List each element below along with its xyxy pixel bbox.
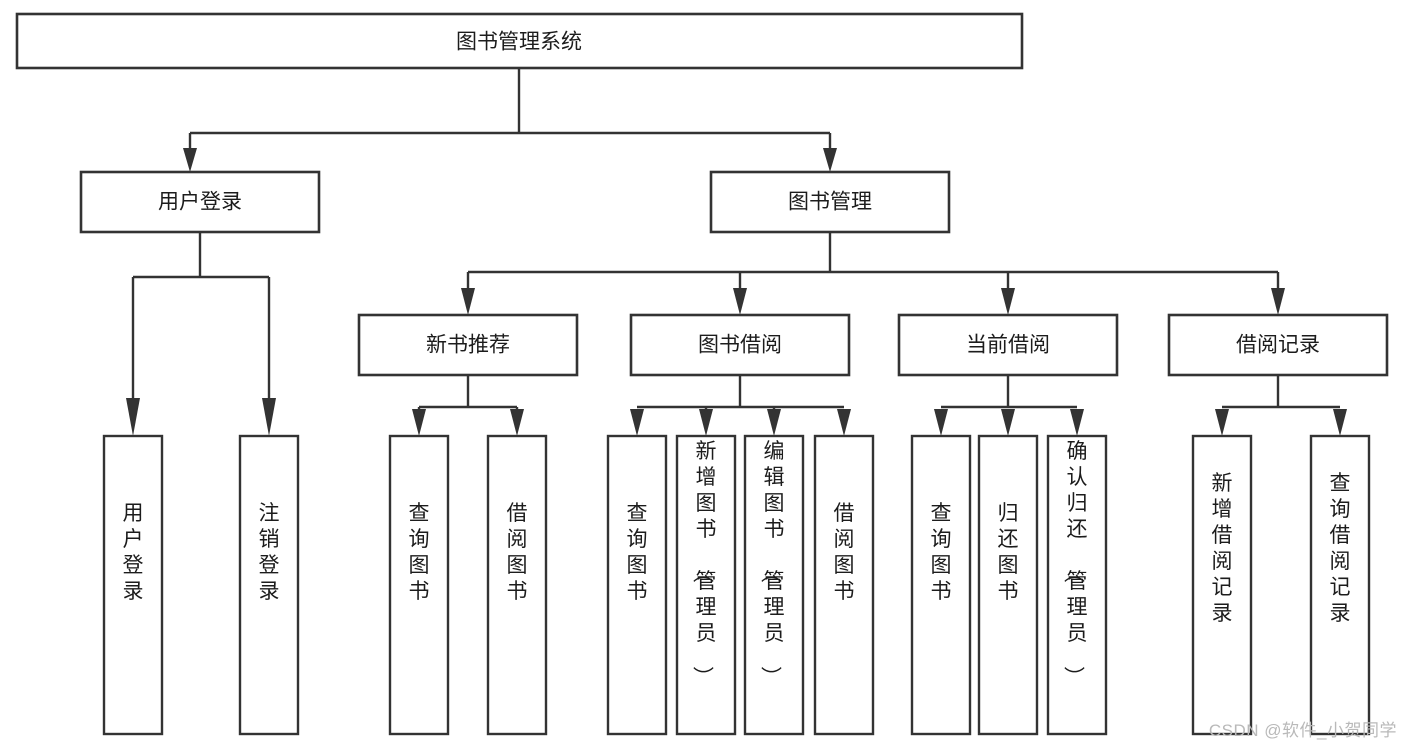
node-l3-add-book[interactable]: 新增图书（管理员）: [675, 434, 737, 736]
node-l3-query-book-c-box[interactable]: [910, 434, 972, 736]
arrow-head-l3-logout: [262, 398, 276, 436]
node-l3-user-login-box[interactable]: [102, 434, 164, 736]
node-l3-query-record-box[interactable]: [1309, 434, 1371, 736]
node-l3-query-book-a-box[interactable]: [388, 434, 450, 736]
node-l3-query-book-b-label: 查询图书: [627, 502, 648, 603]
node-l3-edit-book[interactable]: 编辑图书（管理员）: [743, 434, 805, 736]
node-user-login-box[interactable]: [79, 170, 321, 234]
arrow-head-add-record: [1215, 409, 1229, 436]
arrow-head-user-login: [183, 148, 197, 172]
node-l3-return-book-label: 归还图书: [998, 502, 1019, 603]
node-l3-logout-box[interactable]: [238, 434, 300, 736]
node-user-login-label: 用户登录: [158, 191, 242, 214]
node-book-mgmt-box[interactable]: [709, 170, 951, 234]
node-l3-query-record[interactable]: 查询借阅记录: [1309, 434, 1371, 736]
arrow-head-query-record: [1333, 409, 1347, 436]
node-new-book-rec-label: 新书推荐: [426, 334, 510, 357]
arrow-head-book-mgmt: [823, 148, 837, 172]
arrow-head-query-book-b: [630, 409, 644, 436]
arrow-head-edit-book: [767, 409, 781, 436]
node-new-book-rec[interactable]: 新书推荐: [357, 313, 579, 377]
node-l3-query-record-label: 查询借阅记录: [1330, 472, 1351, 625]
arrow-head-query-book-a: [412, 409, 426, 436]
arrow-head-current-borrow: [1001, 288, 1015, 315]
arrow-head-new-book-rec: [461, 288, 475, 315]
node-l3-user-login-label: 用户登录: [123, 502, 144, 603]
node-l3-query-book-c-label: 查询图书: [931, 502, 952, 603]
node-book-borrow-box[interactable]: [629, 313, 851, 377]
node-l3-query-book-a-label: 查询图书: [409, 502, 430, 603]
node-l3-query-book-b[interactable]: 查询图书: [606, 434, 668, 736]
node-user-login[interactable]: 用户登录: [79, 170, 321, 234]
node-l3-borrow-book-a-box[interactable]: [486, 434, 548, 736]
edge-group: [126, 68, 1347, 436]
node-l3-add-record-box[interactable]: [1191, 434, 1253, 736]
node-l3-query-book-a[interactable]: 查询图书: [388, 434, 450, 736]
node-l3-query-book-b-box[interactable]: [606, 434, 668, 736]
node-current-borrow-label: 当前借阅: [966, 334, 1050, 357]
node-l3-return-book[interactable]: 归还图书: [977, 434, 1039, 736]
arrow-head-add-book: [699, 409, 713, 436]
arrow-head-borrow-book-b: [837, 409, 851, 436]
arrow-head-book-borrow: [733, 288, 747, 315]
arrow-head-borrow-book-a: [510, 409, 524, 436]
arrow-head-l3-user-login: [126, 398, 140, 436]
arrow-head-query-book-c: [934, 409, 948, 436]
node-l3-borrow-book-a[interactable]: 借阅图书: [486, 434, 548, 736]
node-l3-add-record[interactable]: 新增借阅记录: [1191, 434, 1253, 736]
node-l3-logout[interactable]: 注销登录: [238, 434, 300, 736]
node-current-borrow-box[interactable]: [897, 313, 1119, 377]
node-current-borrow[interactable]: 当前借阅: [897, 313, 1119, 377]
arrow-head-confirm-return: [1070, 409, 1084, 436]
node-book-mgmt-label: 图书管理: [788, 191, 872, 214]
node-l3-edit-book-label: 编辑图书（管理员）: [759, 440, 785, 687]
node-l3-add-book-box[interactable]: [675, 434, 737, 736]
node-l3-confirm-return[interactable]: 确认归还（管理员）: [1046, 434, 1108, 736]
node-l3-confirm-return-box[interactable]: [1046, 434, 1108, 736]
node-new-book-rec-box[interactable]: [357, 313, 579, 377]
node-root[interactable]: 图书管理系统: [15, 12, 1024, 70]
node-l3-add-book-label: 新增图书（管理员）: [691, 440, 717, 687]
arrow-head-return-book: [1001, 409, 1015, 436]
node-book-borrow-label: 图书借阅: [698, 334, 782, 357]
node-l3-user-login[interactable]: 用户登录: [102, 434, 164, 736]
node-root-box[interactable]: [15, 12, 1024, 70]
node-l3-borrow-book-b-box[interactable]: [813, 434, 875, 736]
node-l3-borrow-book-a-label: 借阅图书: [507, 502, 528, 603]
node-l3-edit-book-box[interactable]: [743, 434, 805, 736]
node-l3-borrow-book-b[interactable]: 借阅图书: [813, 434, 875, 736]
node-book-borrow[interactable]: 图书借阅: [629, 313, 851, 377]
node-l3-borrow-book-b-label: 借阅图书: [834, 502, 855, 603]
node-l3-add-record-label: 新增借阅记录: [1212, 472, 1233, 625]
arrow-head-borrow-record: [1271, 288, 1285, 315]
node-l3-return-book-box[interactable]: [977, 434, 1039, 736]
node-borrow-record-label: 借阅记录: [1236, 334, 1320, 357]
node-book-mgmt[interactable]: 图书管理: [709, 170, 951, 234]
node-l3-confirm-return-label: 确认归还（管理员）: [1062, 440, 1088, 687]
node-borrow-record-box[interactable]: [1167, 313, 1389, 377]
node-l3-logout-label: 注销登录: [259, 502, 280, 603]
node-borrow-record[interactable]: 借阅记录: [1167, 313, 1389, 377]
node-root-label: 图书管理系统: [456, 31, 582, 54]
node-l3-query-book-c[interactable]: 查询图书: [910, 434, 972, 736]
